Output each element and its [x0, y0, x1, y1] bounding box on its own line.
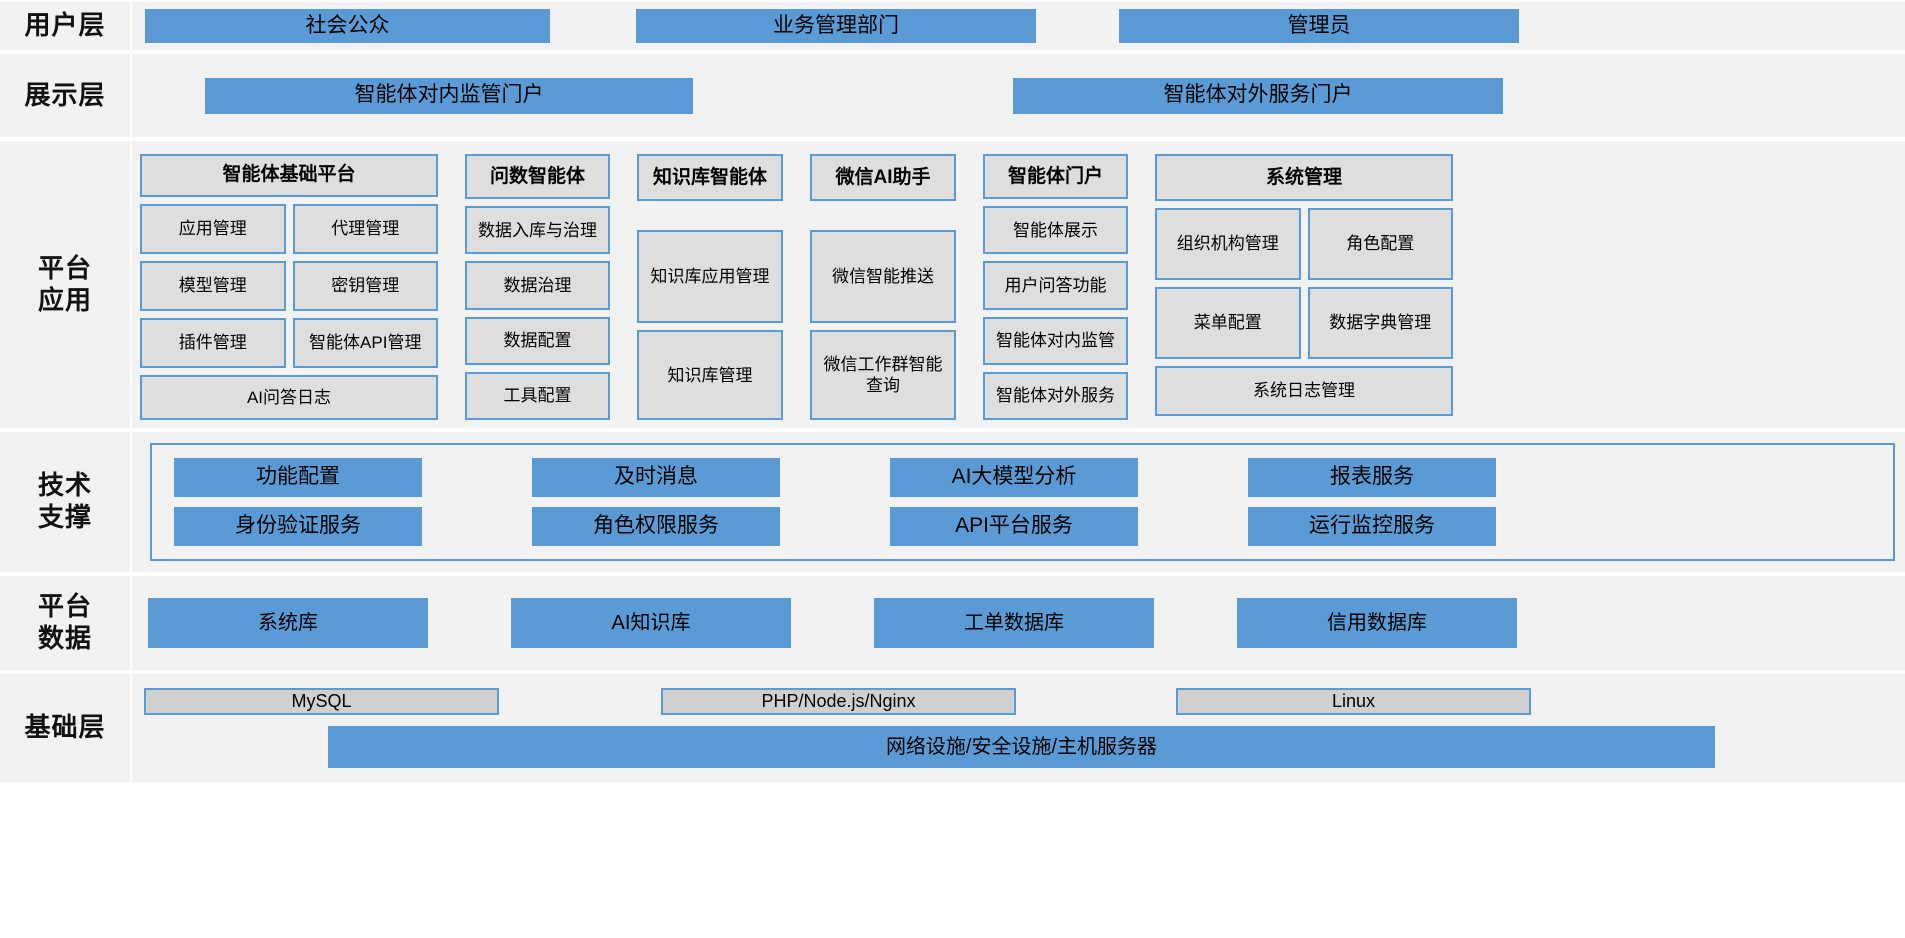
layer-platform-data: 平台 数据 系统库 AI知识库 工单数据库 信用数据库	[0, 574, 1905, 672]
layer-body-presentation: 智能体对内监管门户 智能体对外服务门户	[132, 54, 1905, 137]
platform-row-agent-base-1: 应用管理 代理管理	[140, 203, 438, 254]
platform-column-agent-base: 智能体基础平台 应用管理 代理管理 模型管理 密钥管理 插件管理 智能体API管…	[140, 154, 438, 420]
layer-body-infrastructure: MySQL PHP/Node.js/Nginx Linux 网络设施/安全设施/…	[132, 674, 1905, 782]
platform-item-user-qa-function[interactable]: 用户问答功能	[983, 261, 1128, 310]
layer-label-platform-application: 平台 应用	[0, 141, 132, 428]
platform-item-wechat-group-query[interactable]: 微信工作群智能查询	[810, 330, 956, 420]
platform-column-header-system-management[interactable]: 系统管理	[1155, 154, 1453, 201]
layer-platform-application: 平台 应用 智能体基础平台 应用管理 代理管理 模型管理 密钥管理	[0, 139, 1905, 430]
layer-label-user: 用户层	[0, 2, 132, 50]
presentation-box-external-portal[interactable]: 智能体对外服务门户	[1013, 77, 1503, 114]
spacer-knowledge-base	[637, 208, 783, 223]
tech-item-instant-message[interactable]: 及时消息	[532, 458, 780, 497]
layer-label-platform-data: 平台 数据	[0, 576, 132, 670]
layer-label-platform-application-line-2: 应用	[37, 284, 92, 315]
platform-item-agent-external-service[interactable]: 智能体对外服务	[983, 371, 1128, 420]
tech-item-runtime-monitor-service[interactable]: 运行监控服务	[1248, 507, 1496, 546]
infra-item-network-security-servers[interactable]: 网络设施/安全设施/主机服务器	[328, 726, 1715, 768]
platform-column-system-management: 系统管理 组织机构管理 角色配置 菜单配置 数据字典管理 系统日志管理	[1155, 154, 1453, 420]
tech-item-identity-auth-service[interactable]: 身份验证服务	[174, 507, 422, 546]
data-item-credit-db[interactable]: 信用数据库	[1237, 598, 1517, 648]
layer-label-tech-support-line-1: 技术	[37, 470, 92, 501]
layer-label-platform-data-line-1: 平台	[37, 591, 92, 622]
layer-label-tech-support: 技术 支撑	[0, 432, 132, 572]
tech-support-row-2: 身份验证服务 角色权限服务 API平台服务 运行监控服务	[174, 507, 1871, 546]
layer-tech-support: 技术 支撑 功能配置 及时消息 AI大模型分析 报表服务 身份验证服务 角色权限…	[0, 430, 1905, 574]
layer-label-infrastructure-line-1: 基础层	[24, 712, 106, 743]
layer-label-user-line-1: 用户层	[24, 10, 106, 41]
platform-column-header-wechat-ai-assistant[interactable]: 微信AI助手	[810, 154, 956, 201]
infra-item-mysql[interactable]: MySQL	[144, 688, 499, 715]
presentation-box-internal-portal[interactable]: 智能体对内监管门户	[205, 77, 693, 114]
platform-item-agent-management[interactable]: 代理管理	[292, 203, 438, 254]
layer-label-infrastructure: 基础层	[0, 674, 132, 782]
infra-item-linux[interactable]: Linux	[1176, 688, 1531, 715]
tech-item-ai-llm-analysis[interactable]: AI大模型分析	[890, 458, 1138, 497]
platform-item-role-config[interactable]: 角色配置	[1307, 208, 1453, 280]
data-item-ai-knowledge-db[interactable]: AI知识库	[511, 598, 791, 648]
tech-item-role-permission-service[interactable]: 角色权限服务	[532, 507, 780, 546]
platform-item-kb-app-management[interactable]: 知识库应用管理	[637, 229, 783, 324]
data-item-work-order-db[interactable]: 工单数据库	[874, 598, 1154, 648]
layer-label-platform-data-line-2: 数据	[37, 623, 92, 653]
layer-body-platform-application: 智能体基础平台 应用管理 代理管理 模型管理 密钥管理 插件管理 智能体API管…	[132, 141, 1905, 428]
platform-item-ai-qa-log[interactable]: AI问答日志	[140, 374, 438, 420]
platform-column-data-query-agent: 问数智能体 数据入库与治理 数据治理 数据配置 工具配置	[465, 154, 610, 420]
tech-support-container: 功能配置 及时消息 AI大模型分析 报表服务 身份验证服务 角色权限服务 API…	[150, 443, 1895, 561]
platform-item-data-config[interactable]: 数据配置	[465, 316, 610, 365]
infra-item-php-node-nginx[interactable]: PHP/Node.js/Nginx	[661, 688, 1016, 715]
tech-item-api-platform-service[interactable]: API平台服务	[890, 507, 1138, 546]
platform-column-header-knowledge-base-agent[interactable]: 知识库智能体	[637, 154, 783, 201]
infrastructure-row-stack: MySQL PHP/Node.js/Nginx Linux	[144, 688, 1899, 715]
platform-item-plugin-management[interactable]: 插件管理	[140, 317, 286, 368]
spacer-wechat	[810, 208, 956, 223]
platform-item-tool-config[interactable]: 工具配置	[465, 371, 610, 420]
platform-item-model-management[interactable]: 模型管理	[140, 260, 286, 311]
platform-item-agent-internal-supervision[interactable]: 智能体对内监管	[983, 316, 1128, 365]
platform-item-data-governance[interactable]: 数据治理	[465, 261, 610, 310]
layer-user: 用户层 社会公众 业务管理部门 管理员	[0, 0, 1905, 52]
platform-column-wechat-ai-assistant: 微信AI助手 微信智能推送 微信工作群智能查询	[810, 154, 956, 420]
layer-label-presentation: 展示层	[0, 54, 132, 137]
platform-item-wechat-smart-push[interactable]: 微信智能推送	[810, 229, 956, 324]
layer-presentation: 展示层 智能体对内监管门户 智能体对外服务门户	[0, 52, 1905, 139]
platform-item-key-management[interactable]: 密钥管理	[292, 260, 438, 311]
infrastructure-row-hardware: 网络设施/安全设施/主机服务器	[328, 726, 1715, 768]
platform-item-data-dictionary-management[interactable]: 数据字典管理	[1307, 287, 1453, 359]
layer-label-platform-application-line-1: 平台	[37, 252, 92, 283]
platform-column-knowledge-base-agent: 知识库智能体 知识库应用管理 知识库管理	[637, 154, 783, 420]
data-item-system-db[interactable]: 系统库	[148, 598, 428, 648]
user-box-public[interactable]: 社会公众	[145, 9, 550, 43]
layer-body-user: 社会公众 业务管理部门 管理员	[132, 2, 1905, 50]
layer-infrastructure: 基础层 MySQL PHP/Node.js/Nginx Linux 网络设施/安…	[0, 672, 1905, 782]
platform-item-kb-management[interactable]: 知识库管理	[637, 330, 783, 420]
platform-item-org-structure-management[interactable]: 组织机构管理	[1155, 208, 1301, 280]
platform-column-agent-portal: 智能体门户 智能体展示 用户问答功能 智能体对内监管 智能体对外服务	[983, 154, 1128, 420]
platform-item-system-log-management[interactable]: 系统日志管理	[1155, 366, 1453, 416]
platform-row-system-management-2: 菜单配置 数据字典管理	[1155, 287, 1453, 359]
platform-row-system-management-1: 组织机构管理 角色配置	[1155, 208, 1453, 280]
platform-item-agent-showcase[interactable]: 智能体展示	[983, 206, 1128, 255]
platform-row-agent-base-2: 模型管理 密钥管理	[140, 260, 438, 311]
platform-item-menu-config[interactable]: 菜单配置	[1155, 287, 1301, 359]
layer-label-presentation-line-1: 展示层	[24, 79, 106, 110]
platform-column-header-agent-portal[interactable]: 智能体门户	[983, 154, 1128, 200]
tech-support-row-1: 功能配置 及时消息 AI大模型分析 报表服务	[174, 458, 1871, 497]
tech-item-function-config[interactable]: 功能配置	[174, 458, 422, 497]
platform-column-header-agent-base[interactable]: 智能体基础平台	[140, 154, 438, 197]
layer-label-tech-support-line-2: 支撑	[37, 502, 92, 532]
platform-item-data-ingest-governance[interactable]: 数据入库与治理	[465, 206, 610, 255]
layer-body-platform-data: 系统库 AI知识库 工单数据库 信用数据库	[140, 576, 1905, 670]
layer-body-tech-support: 功能配置 及时消息 AI大模型分析 报表服务 身份验证服务 角色权限服务 API…	[132, 432, 1905, 572]
tech-item-report-service[interactable]: 报表服务	[1248, 458, 1496, 497]
user-box-business-dept[interactable]: 业务管理部门	[636, 9, 1036, 43]
platform-item-agent-api-management[interactable]: 智能体API管理	[292, 317, 438, 368]
user-box-administrator[interactable]: 管理员	[1119, 9, 1519, 43]
platform-column-header-data-query-agent[interactable]: 问数智能体	[465, 154, 610, 200]
platform-item-app-management[interactable]: 应用管理	[140, 203, 286, 254]
platform-row-agent-base-3: 插件管理 智能体API管理	[140, 317, 438, 368]
